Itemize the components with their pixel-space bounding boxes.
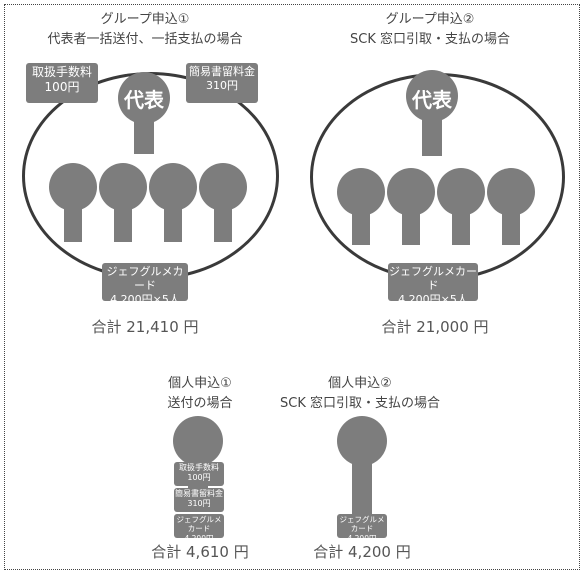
postage-box-line1: 簡易書留料金 [189,65,255,78]
indiv1-postage-box: 簡易書留料金 310円 [174,488,224,512]
group1-total: 合計 21,410 円 [91,318,199,336]
group2-total: 合計 21,000 円 [381,318,489,336]
indiv2-card-box: ジェフグルメカード 4,200円 [337,514,387,543]
fee-box-line1: 取扱手数料 [179,463,219,472]
postage-box-line2: 310円 [206,78,238,92]
group2-rep-head [406,70,458,122]
group1-rep-label: 代表 [124,88,164,112]
group2-card-box: ジェフグルメカード 4,200円×5人 [388,263,478,306]
card-box-line1: ジェフグルメカード [389,265,477,292]
group1-postage-box: 簡易書留料金 310円 [186,63,258,103]
indiv1-title: 個人申込① [168,376,232,391]
group1-member-head [149,163,197,211]
group1-member-head [199,163,247,211]
group1-title: グループ申込① [100,12,190,27]
group2-member-head [337,168,385,216]
card-box-line2: 4,200円×5人 [110,292,180,306]
postage-box-line2: 310円 [187,499,211,508]
group1-member-body [64,204,82,242]
indiv1-card-box: ジェフグルメカード 4,200円 [174,514,224,543]
indiv2-person-body [352,460,372,514]
postage-box-line1: 簡易書留料金 [175,489,223,498]
group1-member-body [114,204,132,242]
card-box-line2: 4,200円×5人 [398,292,468,306]
indiv2-person-head [337,416,387,466]
card-box-line1: ジェフグルメカード [106,265,184,292]
fee-box-line2: 100円 [44,80,80,94]
card-box-line2: 4,200円 [184,533,214,543]
group2-member-body [402,209,420,245]
group1-subtitle: 代表者一括送付、一括支払の場合 [47,32,243,47]
group1-rep-head [118,72,170,124]
group1-member-body [164,204,182,242]
group1-rep-body [134,118,154,154]
indiv1-person-head [173,416,223,466]
indiv1-total: 合計 4,610 円 [151,543,249,561]
indiv2-subtitle: SCK 窓口引取・支払の場合 [280,396,440,411]
group1-member-head [49,163,97,211]
card-box-line1: ジェフグルメカード [339,515,385,534]
group2-title: グループ申込② [385,12,475,27]
group1-fee-box: 取扱手数料 100円 [26,63,98,103]
group2-rep-body [422,116,442,156]
group2-subtitle: SCK 窓口引取・支払の場合 [350,32,510,47]
group2-member-body [502,209,520,245]
indiv2-total: 合計 4,200 円 [313,543,411,561]
card-box-line2: 4,200円 [347,533,377,543]
fee-box-line2: 100円 [187,473,211,482]
group2-member-head [487,168,535,216]
group1-member-body [214,204,232,242]
group2-member-body [452,209,470,245]
card-box-line1: ジェフグルメカード [176,515,222,534]
group1-card-box: ジェフグルメカード 4,200円×5人 [102,263,188,306]
fee-box-line1: 取扱手数料 [31,65,92,79]
group2-member-head [387,168,435,216]
group2-rep-label: 代表 [412,88,452,112]
group2-member-body [352,209,370,245]
indiv1-subtitle: 送付の場合 [167,396,233,411]
indiv1-fee-box: 取扱手数料 100円 [174,462,224,486]
group1-member-head [99,163,147,211]
indiv2-title: 個人申込② [328,376,392,391]
group2-member-head [437,168,485,216]
